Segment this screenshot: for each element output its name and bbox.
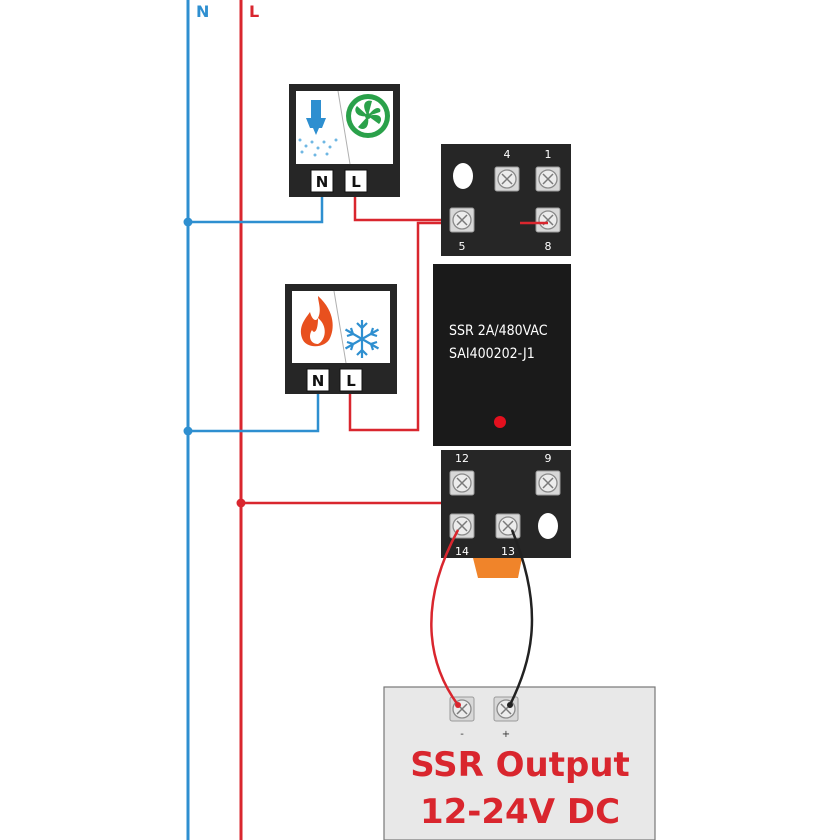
relay-module: 4 1 5 8 12 9 14 13 SSR 2A/480VAC SAI4002…	[433, 144, 571, 578]
output-plus-label: +	[502, 729, 510, 740]
load1-l-label: L	[351, 173, 361, 191]
load1-box: N L	[289, 84, 400, 197]
fan-icon	[346, 94, 390, 138]
load1-live-wire	[353, 194, 462, 222]
wire-end-black	[507, 702, 513, 708]
terminal-4-label: 4	[504, 148, 511, 161]
load2-n-label: N	[312, 372, 325, 390]
terminal-14-label: 14	[455, 545, 469, 558]
flame-icon	[300, 296, 333, 347]
neutral-junction	[183, 426, 193, 436]
terminal-12-label: 12	[455, 452, 469, 465]
mounting-hole	[453, 163, 473, 189]
control-wire-red	[430, 529, 460, 706]
neutral-rail-label: N	[196, 2, 209, 21]
orange-release-tab	[473, 558, 522, 578]
status-led	[494, 416, 506, 428]
load1-neutral-wire	[188, 194, 324, 224]
live-junction	[236, 498, 246, 508]
terminal-13-label: 13	[501, 545, 515, 558]
relay-top-base	[441, 144, 571, 256]
load2-neutral-wire	[188, 392, 320, 433]
wire-end-red	[455, 702, 461, 708]
terminal-9-label: 9	[545, 452, 552, 465]
neutral-junction	[183, 217, 193, 227]
mounting-hole	[538, 513, 558, 539]
output-title-line2: 12-24V DC	[420, 792, 620, 832]
relay-bottom-base	[441, 450, 571, 558]
output-panel: - + SSR Output 12-24V DC	[383, 686, 656, 840]
terminal-5-label: 5	[459, 240, 466, 253]
relay-model-line1: SSR 2A/480VAC	[449, 323, 548, 339]
mist-nozzle-icon	[298, 100, 338, 157]
load1-n-label: N	[316, 173, 329, 191]
load2-box: N L	[285, 284, 397, 394]
output-title-line1: SSR Output	[410, 745, 630, 785]
control-wire-black	[508, 529, 534, 706]
load2-l-label: L	[346, 372, 356, 390]
terminal-8-label: 8	[545, 240, 552, 253]
output-minus-label: -	[460, 729, 464, 740]
terminal-1-label: 1	[545, 148, 552, 161]
relay-model-line2: SAI400202-J1	[449, 346, 535, 362]
snowflake-icon	[344, 320, 380, 358]
relay-body	[433, 264, 571, 446]
live-rail-label: L	[249, 2, 259, 21]
